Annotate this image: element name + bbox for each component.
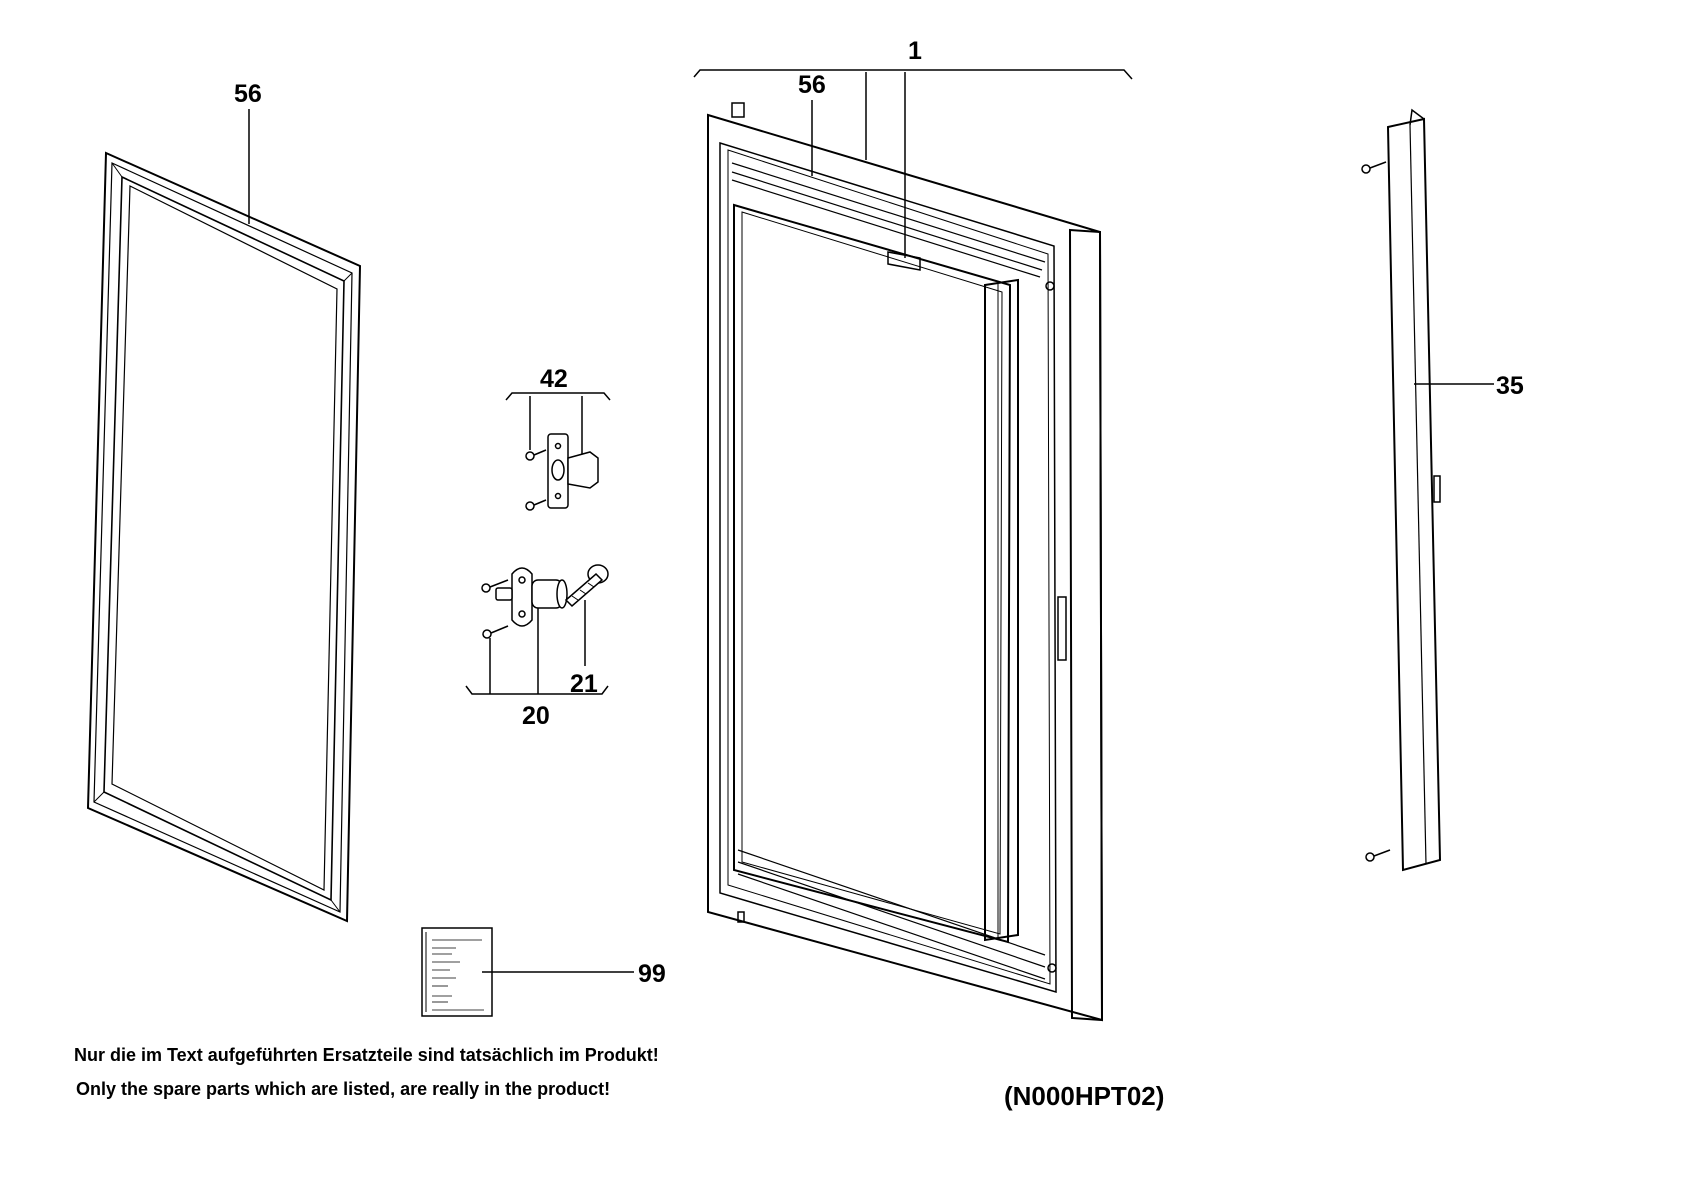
drawing-code: (N000HPT02): [1004, 1081, 1165, 1111]
callout-56-left: 56: [234, 80, 262, 108]
note-english: Only the spare parts which are listed, a…: [76, 1079, 611, 1099]
trim-screw-bottom: [1365, 849, 1391, 862]
latch-part: [547, 433, 599, 509]
bracket-latch-set: [505, 392, 611, 401]
callout-35: 35: [1496, 372, 1524, 400]
trim-screw-top: [1361, 161, 1387, 174]
callout-56-door: 56: [798, 71, 826, 99]
hinge-pin-part: [564, 564, 609, 608]
latch-screws: [525, 449, 547, 511]
callout-21: 21: [570, 670, 598, 698]
note-german: Nur die im Text aufgeführten Ersatzteile…: [74, 1045, 659, 1065]
callout-1: 1: [908, 37, 922, 65]
trim-strip-part: [1386, 108, 1442, 872]
hinge-screws: [481, 579, 509, 639]
bracket-door-assembly: [693, 69, 1133, 80]
door-assembly-part: [707, 102, 1104, 1022]
callout-42: 42: [540, 365, 568, 393]
hinge-part: [495, 567, 568, 627]
manual-part: [421, 927, 493, 1017]
callout-99: 99: [638, 960, 666, 988]
bracket-hinge-set: [465, 685, 609, 695]
callout-20: 20: [522, 702, 550, 730]
door-gasket-part: [86, 151, 362, 923]
